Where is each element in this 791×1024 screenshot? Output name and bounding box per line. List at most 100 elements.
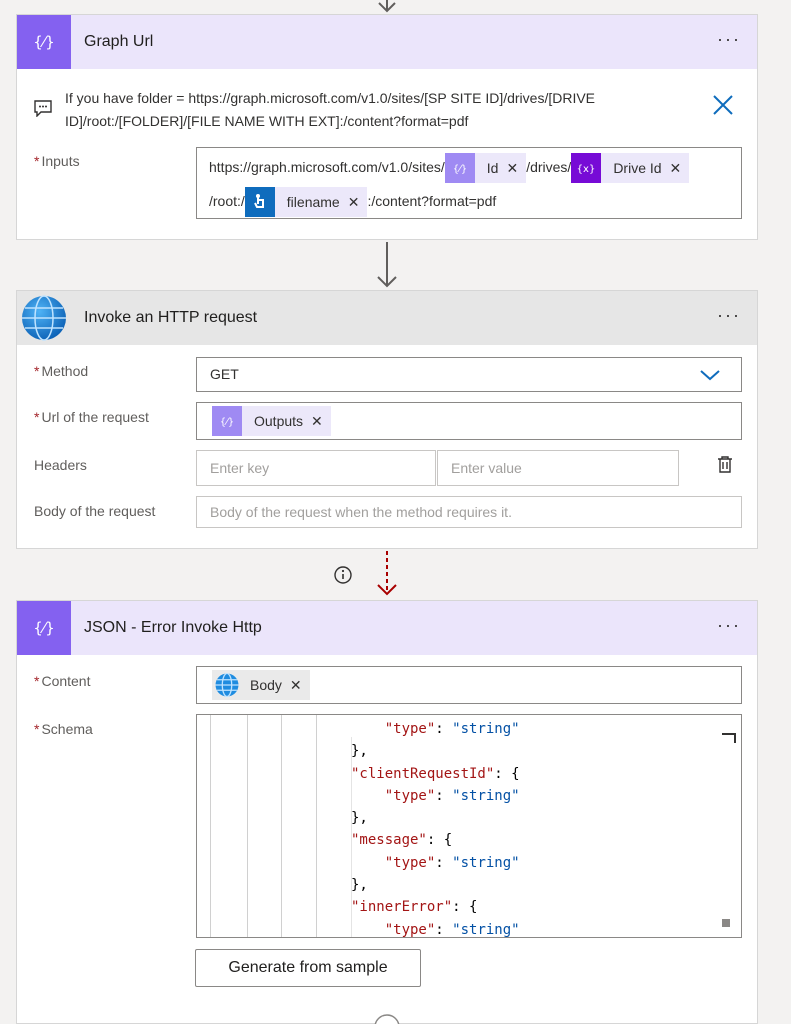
variable-icon: {x} [571, 153, 602, 184]
schema-token: "type" [384, 721, 436, 737]
token-id[interactable]: {⁄}Id✕ [444, 153, 527, 184]
token-filename[interactable]: filename✕ [244, 187, 368, 218]
inputs-text: :/content?format=pdf [367, 193, 497, 209]
svg-text:{x}: {x} [577, 164, 596, 175]
header-value-input[interactable]: Enter value [437, 450, 679, 486]
card-title: Invoke an HTTP request [84, 309, 258, 326]
schema-token: "string" [452, 854, 520, 871]
schema-line: "innerError": { [351, 896, 520, 918]
inputs-text: /drives/ [526, 159, 572, 175]
schema-line: }, [351, 807, 520, 829]
more-options-icon[interactable]: ··· [717, 615, 741, 635]
schema-editor[interactable]: "type": "string"},"clientRequestId": { "… [196, 714, 742, 938]
indent-guide [281, 715, 282, 937]
schema-token: : { [452, 899, 478, 916]
schema-token: "string" [452, 787, 520, 804]
variable-icon: {⁄} [444, 153, 475, 184]
graph-url-card-header[interactable]: {⁄} Graph Url ··· [17, 15, 757, 69]
schema-token: "clientRequestId" [351, 765, 495, 782]
close-icon[interactable]: ✕ [347, 194, 360, 211]
close-icon[interactable] [712, 94, 734, 116]
http-request-card-header[interactable]: Invoke an HTTP request ··· [17, 291, 757, 345]
schema-token: "type" [384, 787, 436, 804]
delete-icon[interactable] [715, 455, 735, 475]
variable-icon: {⁄} [17, 15, 71, 69]
content-field[interactable]: Body✕ [196, 666, 742, 704]
schema-token: "message" [351, 832, 427, 849]
scrollbar-marker [722, 733, 736, 735]
indent-guide [351, 737, 352, 937]
schema-token: }, [351, 743, 368, 760]
schema-code[interactable]: "type": "string"},"clientRequestId": { "… [351, 718, 520, 938]
inputs-label: *Inputs [34, 153, 80, 169]
indent-guide [210, 715, 211, 937]
url-label: *Url of the request [34, 409, 149, 425]
card-title: JSON - Error Invoke Http [84, 619, 262, 636]
schema-line: "message": { [351, 829, 520, 851]
header-key-input[interactable]: Enter key [196, 450, 436, 486]
content-label: *Content [34, 673, 91, 689]
svg-text:{⁄}: {⁄} [33, 33, 55, 51]
schema-token: : { [426, 832, 453, 849]
schema-token: "string" [452, 921, 520, 938]
graph-url-card: {⁄} Graph Url ··· If you have folder = h… [16, 14, 758, 240]
schema-token: : [435, 721, 453, 737]
schema-line: "clientRequestId": { [351, 763, 520, 785]
schema-line: "type": "string" [351, 785, 520, 807]
schema-line: "type": "string" [351, 919, 520, 938]
variable-icon: {⁄} [17, 601, 71, 655]
parse-json-card-header[interactable]: {⁄} JSON - Error Invoke Http ··· [17, 601, 757, 655]
token-body[interactable]: Body✕ [212, 670, 310, 700]
body-label: Body of the request [34, 503, 156, 519]
manual-trigger-icon [244, 187, 275, 218]
schema-token: "innerError" [351, 899, 453, 916]
inputs-text: https://graph.microsoft.com/v1.0/sites/ [209, 159, 445, 175]
more-options-icon[interactable]: ··· [717, 29, 741, 49]
indent-guide [247, 715, 248, 937]
body-input[interactable]: Body of the request when the method requ… [196, 496, 742, 528]
inputs-field[interactable]: https://graph.microsoft.com/v1.0/sites/{… [196, 147, 742, 219]
schema-token: }, [351, 810, 368, 827]
scrollbar-marker [734, 733, 736, 743]
scrollbar-thumb[interactable] [722, 919, 730, 927]
schema-token: "string" [452, 721, 520, 737]
comment-icon [34, 100, 52, 117]
schema-line: "type": "string" [351, 852, 520, 874]
globe-icon [17, 291, 71, 345]
variable-icon: {⁄} [212, 406, 242, 436]
schema-token [351, 922, 385, 937]
connector-arrow [377, 242, 397, 288]
close-icon[interactable]: ✕ [311, 412, 323, 429]
generate-from-sample-button[interactable]: Generate from sample [195, 949, 421, 987]
url-field[interactable]: {⁄}Outputs✕ [196, 402, 742, 440]
svg-text:{⁄}: {⁄} [453, 164, 467, 175]
method-select[interactable]: GET [196, 357, 742, 392]
method-value: GET [210, 366, 239, 382]
schema-label: *Schema [34, 721, 93, 737]
connector-arrow-top [378, 0, 396, 13]
schema-token [351, 788, 385, 804]
token-outputs[interactable]: {⁄}Outputs✕ [212, 406, 331, 436]
globe-icon [212, 670, 242, 700]
schema-token [351, 855, 385, 871]
comment-text: If you have folder = https://graph.micro… [65, 90, 596, 129]
schema-token: }, [351, 877, 368, 894]
schema-token: : [435, 854, 453, 871]
card-title: Graph Url [84, 33, 154, 50]
close-icon[interactable]: ✕ [289, 676, 302, 693]
close-icon[interactable]: ✕ [506, 160, 519, 177]
close-icon[interactable]: ✕ [669, 160, 682, 177]
token-drive-id[interactable]: {x}Drive Id✕ [571, 153, 690, 184]
add-step-icon[interactable] [372, 1012, 402, 1024]
http-request-card: Invoke an HTTP request ··· *Method GET *… [16, 290, 758, 549]
schema-token: : { [494, 765, 520, 782]
schema-token: : [435, 787, 453, 804]
schema-token [351, 721, 385, 737]
headers-label: Headers [34, 457, 87, 473]
info-icon[interactable] [333, 565, 353, 585]
svg-text:{⁄}: {⁄} [220, 417, 234, 428]
chevron-down-icon[interactable] [699, 368, 721, 382]
svg-text:{⁄}: {⁄} [33, 619, 55, 637]
more-options-icon[interactable]: ··· [717, 305, 741, 325]
schema-line: "type": "string" [351, 718, 520, 740]
